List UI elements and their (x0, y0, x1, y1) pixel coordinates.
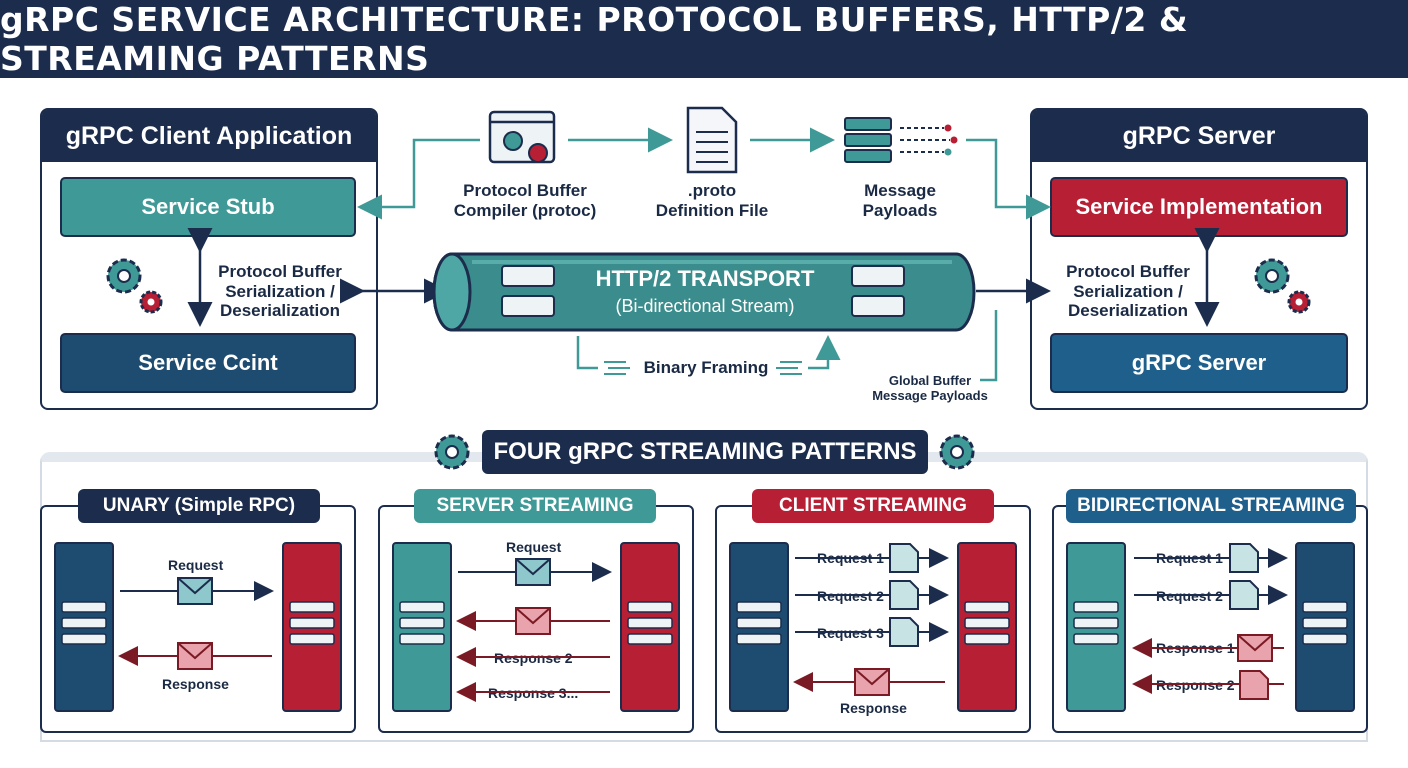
server-serialization-label: Protocol Buffer Serialization / Deserial… (1066, 262, 1190, 321)
server-streaming-tag: SERVER STREAMING (414, 489, 656, 523)
unary-request-envelope-icon (177, 577, 213, 605)
framing-icon-right (776, 361, 802, 375)
bidi-response-document-icon (1239, 670, 1269, 700)
client-panel-heading: gRPC Client Application (42, 110, 376, 162)
title-bar: gRPC SERVICE ARCHITECTURE: PROTOCOL BUFF… (0, 0, 1408, 78)
server-streaming-request-label: Request (506, 539, 562, 555)
grpc-server-box: gRPC Server (1050, 333, 1348, 393)
transport-title: HTTP/2 TRANSPORT (595, 266, 815, 291)
bidi-response-envelope-icon (1237, 634, 1273, 662)
cs-document-icons (889, 543, 919, 647)
client-streaming-response-label: Response (840, 700, 907, 716)
cs-response-envelope-icon (854, 668, 890, 696)
service-implementation-box: Service Implementation (1050, 177, 1348, 237)
unary-tag: UNARY (Simple RPC) (78, 489, 320, 523)
server-gear-icon (1254, 258, 1311, 314)
http2-transport-pipe (432, 252, 976, 332)
pipe-frame-right (851, 265, 905, 317)
patterns-title: FOUR gRPC STREAMING PATTERNS (482, 430, 928, 474)
bidi-request-document-icons (1229, 543, 1259, 610)
transport-subtitle: (Bi-directional Stream) (615, 296, 795, 316)
unary-request-label: Request (168, 557, 224, 573)
client-streaming-tag: CLIENT STREAMING (752, 489, 994, 523)
server-panel-heading: gRPC Server (1032, 110, 1366, 162)
protoc-label: Protocol Buffer Compiler (protoc) (453, 181, 597, 220)
pipe-frame-left (501, 265, 555, 317)
page-title: gRPC SERVICE ARCHITECTURE: PROTOCOL BUFF… (0, 0, 1189, 78)
bidi-tag: BIDIRECTIONAL STREAMING (1066, 489, 1356, 523)
service-client-box: Service Ccint (60, 333, 356, 393)
ss-response-envelope-icon (515, 607, 551, 635)
proto-file-label: .proto Definition File (655, 181, 769, 220)
client-gear-icon (106, 258, 163, 314)
client-serialization-label: Protocol Buffer Serialization / Deserial… (218, 262, 342, 321)
gear-right-icon (939, 434, 975, 470)
ss-request-envelope-icon (515, 558, 551, 586)
proto-document-icon (686, 106, 738, 174)
message-payloads-label: Message Payloads (862, 181, 938, 220)
architecture-connectors (106, 106, 1311, 382)
unary-response-envelope-icon (177, 642, 213, 670)
payload-server-icon (844, 117, 958, 163)
global-buffer-label: Global Buffer Message Payloads (872, 373, 988, 403)
framing-icon-left (604, 361, 630, 375)
unary-response-label: Response (162, 676, 229, 692)
binary-framing-label: Binary Framing (643, 358, 769, 377)
gear-left-icon (434, 434, 470, 470)
compiler-window-icon (488, 110, 556, 164)
